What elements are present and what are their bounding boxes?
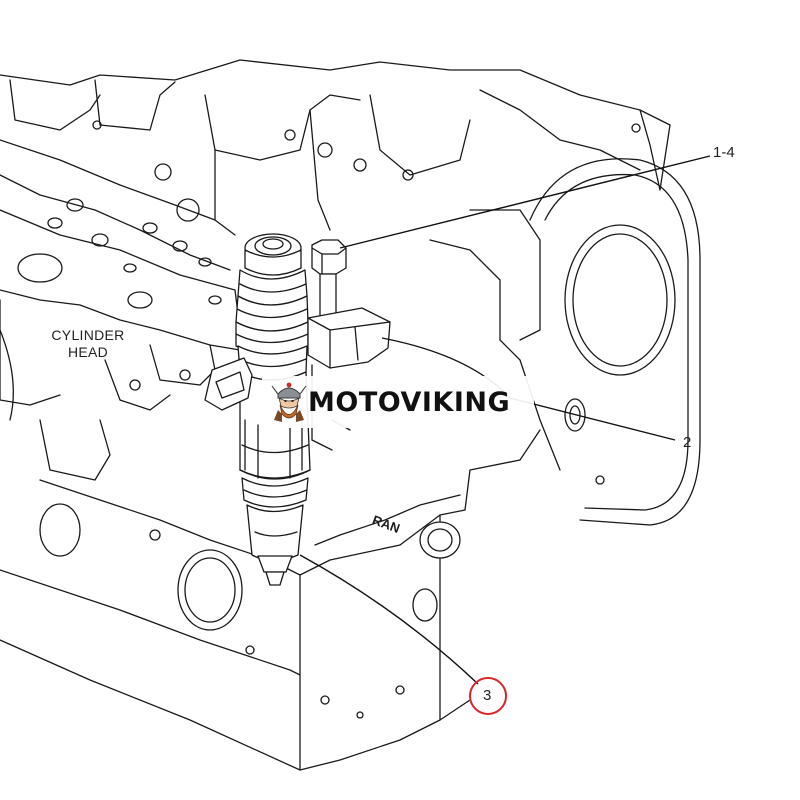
viking-mascot-icon — [271, 382, 307, 422]
callout-3-highlight-ring — [469, 677, 507, 715]
cam-housing-outline — [0, 59, 671, 271]
casting-stamp: RAN — [370, 512, 402, 536]
callout-3: 3 — [483, 687, 492, 704]
cylinder-head-label-line2: HEAD — [67, 344, 109, 360]
cylinder-head-label-line1: CYLINDER — [51, 327, 125, 343]
right-flange — [429, 158, 701, 526]
cylinder-head-label: CYLINDER HEAD — [33, 327, 143, 361]
callout-2: 2 — [683, 434, 692, 451]
brand-name: MOTOVIKING — [308, 386, 511, 418]
cylinder-head-deck — [0, 198, 241, 481]
lower-block: RAN — [0, 429, 541, 771]
hold-down-bolt — [311, 239, 347, 321]
brand-watermark: MOTOVIKING — [262, 376, 534, 428]
injector-clamp — [307, 307, 391, 451]
callout-1-4: 1-4 — [713, 144, 735, 161]
